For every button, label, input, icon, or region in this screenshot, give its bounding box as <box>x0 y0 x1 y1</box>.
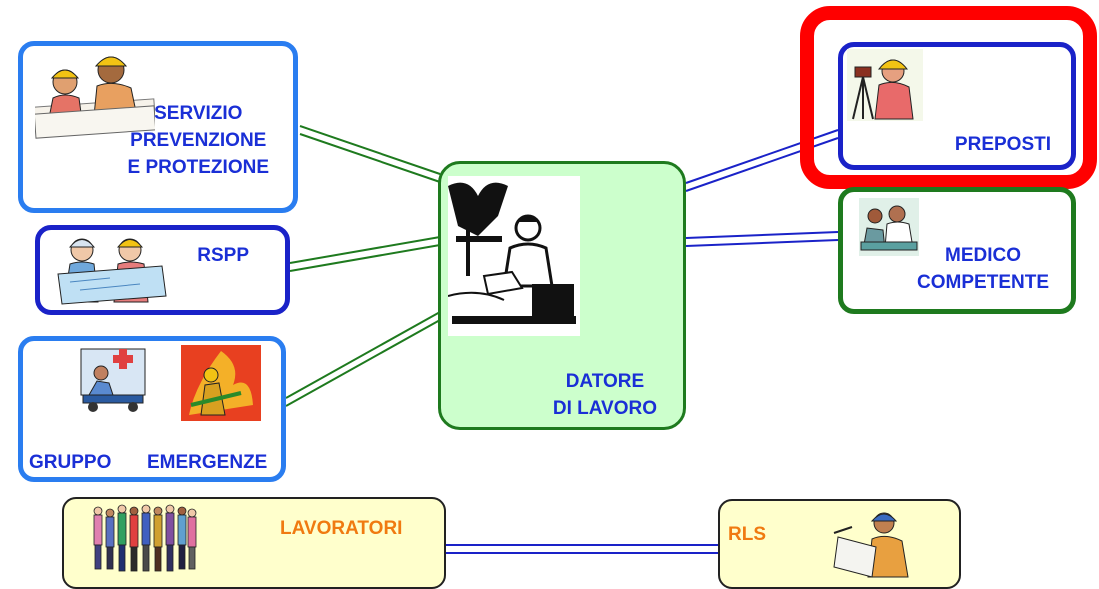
link-gruppo-datore <box>285 311 441 399</box>
spp-node: SERVIZIO PREVENZIONE E PROTEZIONE <box>18 41 298 213</box>
preposti-highlight-frame <box>800 6 1097 189</box>
doctor-icon <box>859 198 919 256</box>
medico-competente-node: MEDICO COMPETENTE <box>838 187 1076 314</box>
workers-with-map-icon <box>57 238 167 305</box>
preposti-node: PREPOSTI <box>838 42 1076 170</box>
emergenze-label: EMERGENZE <box>147 452 268 473</box>
lavoratori-label: LAVORATORI <box>280 518 403 539</box>
rspp-node: RSPP <box>35 225 290 315</box>
spp-label-line3: E PROTEZIONE <box>127 157 269 178</box>
rls-node: RLS <box>718 499 961 589</box>
link-rspp-datore <box>289 236 441 264</box>
people-group-icon <box>93 504 197 572</box>
man-at-computer-icon <box>448 176 580 336</box>
datore-label-line1: DATORE <box>565 371 645 392</box>
rls-label: RLS <box>728 524 766 545</box>
lavoratori-node: LAVORATORI <box>62 497 446 589</box>
datore-di-lavoro-node: DATORE DI LAVORO <box>438 161 686 430</box>
firefighter-icon <box>181 345 261 421</box>
spp-label-line1: SERVIZIO <box>154 103 243 124</box>
gruppo-label: GRUPPO <box>29 452 112 473</box>
workers-reading-plans-icon <box>35 56 155 139</box>
datore-label-line2: DI LAVORO <box>552 398 657 419</box>
link-datore-medico <box>685 231 839 239</box>
ambulance-icon <box>80 348 146 412</box>
medico-label-line2: COMPETENTE <box>917 272 1049 293</box>
link-spp-datore <box>299 125 441 175</box>
spp-label-line2: PREVENZIONE <box>130 130 267 151</box>
surveyor-icon <box>847 49 923 121</box>
rspp-label: RSPP <box>197 245 249 266</box>
worker-with-paper-icon <box>833 512 909 578</box>
gruppo-emergenze-node: GRUPPO EMERGENZE <box>18 336 286 482</box>
medico-label-line1: MEDICO <box>945 245 1022 266</box>
preposti-label: PREPOSTI <box>954 134 1051 155</box>
